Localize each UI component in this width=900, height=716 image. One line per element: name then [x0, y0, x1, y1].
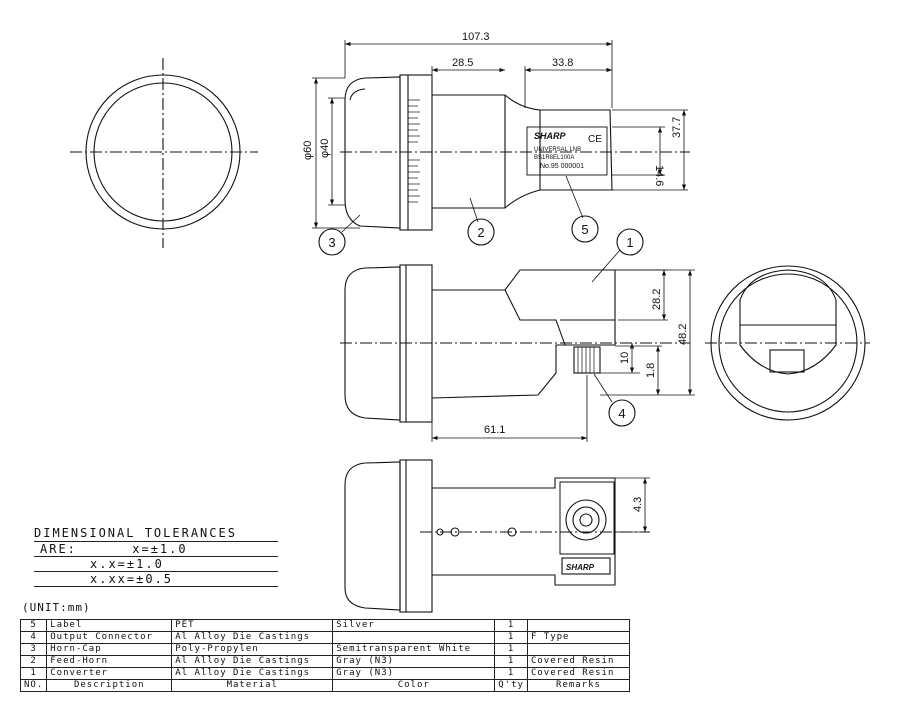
- cell-color: Gray (N3): [332, 667, 496, 680]
- cell-no: 4: [19, 631, 48, 644]
- dim-side-offset: 4.3: [632, 497, 644, 512]
- callout-1: 1: [626, 235, 633, 250]
- unit-label: (UNIT:mm): [22, 601, 91, 614]
- label-plate: SHARP CE UNIVERSAL LNB BS1R8EL100A No.95…: [534, 131, 602, 170]
- callout-4: 4: [618, 406, 625, 421]
- cell-no: 1: [19, 667, 48, 680]
- cell-color: [332, 631, 496, 644]
- cell-material: Al Alloy Die Castings: [171, 631, 334, 644]
- cell-qty: 1: [494, 619, 528, 632]
- cell-description: Horn-Cap: [46, 643, 173, 656]
- dim-horn-length: 28.5: [452, 57, 473, 69]
- header-no: NO.: [19, 679, 48, 692]
- parts-table: 5 Label PET Silver 1 4 Output Connector …: [19, 619, 630, 692]
- header-remarks: Remarks: [526, 679, 630, 692]
- callout-2: 2: [477, 225, 484, 240]
- cell-color: Semitransparent White: [332, 643, 496, 656]
- dim-connector-gap: 1.8: [645, 363, 657, 378]
- dim-inner-diameter: φ40: [319, 139, 331, 158]
- cell-material: Poly-Propylen: [171, 643, 334, 656]
- connector-brand: SHARP: [566, 563, 595, 572]
- front-view: [70, 58, 258, 248]
- table-row: 4 Output Connector Al Alloy Die Castings…: [19, 631, 630, 644]
- end-view: [705, 265, 870, 421]
- top-view: [340, 74, 690, 231]
- cell-qty: 1: [494, 655, 528, 668]
- dimensional-tolerances: DIMENSIONAL TOLERANCES ARE: x=±1.0 x.x=±…: [34, 526, 278, 587]
- cell-no: 5: [19, 619, 48, 632]
- cell-remarks: Covered Resin: [526, 667, 630, 680]
- table-row: 2 Feed-Horn Al Alloy Die Castings Gray (…: [19, 655, 630, 668]
- tolerance-row-3: x.xx=±0.5: [34, 572, 278, 587]
- cell-description: Feed-Horn: [46, 655, 173, 668]
- dim-converter-height: 28.2: [651, 289, 663, 310]
- cell-qty: 1: [494, 667, 528, 680]
- label-line1: UNIVERSAL LNB: [534, 147, 581, 153]
- dim-outer-diameter: φ60: [302, 141, 314, 160]
- cell-remarks: Covered Resin: [526, 655, 630, 668]
- header-description: Description: [46, 679, 173, 692]
- table-row: 1 Converter Al Alloy Die Castings Gray (…: [19, 667, 630, 680]
- side-view: [340, 264, 690, 423]
- cell-remarks: [526, 643, 630, 656]
- header-qty: Q'ty: [494, 679, 528, 692]
- cell-color: Silver: [332, 619, 496, 632]
- dim-body-height: 37.7: [671, 117, 683, 138]
- table-row: 5 Label PET Silver 1: [19, 619, 630, 632]
- cell-material: Al Alloy Die Castings: [171, 667, 334, 680]
- label-line2: BS1R8EL100A: [534, 155, 574, 161]
- cell-qty: 1: [494, 631, 528, 644]
- label-brand: SHARP: [534, 131, 567, 141]
- cell-no: 2: [19, 655, 48, 668]
- header-color: Color: [332, 679, 496, 692]
- callout-circles: [318, 215, 644, 427]
- dim-connector-distance: 61.1: [484, 424, 505, 436]
- cell-no: 3: [19, 643, 48, 656]
- cell-material: Al Alloy Die Castings: [171, 655, 334, 668]
- callout-5: 5: [581, 222, 588, 237]
- table-row: 3 Horn-Cap Poly-Propylen Semitransparent…: [19, 643, 630, 656]
- dimension-labels: 107.3 28.5 33.8 φ60 φ40 14.6 37.7 28.2 4…: [302, 31, 689, 512]
- cell-description: Output Connector: [46, 631, 173, 644]
- label-line3: No.95 000001: [540, 163, 584, 170]
- callout-leaders: [341, 175, 621, 403]
- dim-overall-length: 107.3: [462, 31, 490, 43]
- cell-color: Gray (N3): [332, 655, 496, 668]
- tolerances-title: DIMENSIONAL TOLERANCES: [34, 526, 278, 542]
- cell-description: Converter: [46, 667, 173, 680]
- header-material: Material: [171, 679, 334, 692]
- tolerance-row-1: ARE: x=±1.0: [34, 542, 278, 557]
- tolerance-row-2: x.x=±1.0: [34, 557, 278, 572]
- dimension-lines: [312, 40, 695, 533]
- bottom-view: [344, 459, 650, 613]
- cell-qty: 1: [494, 643, 528, 656]
- dim-label-height: 14.6: [653, 165, 665, 186]
- callout-3: 3: [328, 235, 335, 250]
- cell-material: PET: [171, 619, 334, 632]
- cell-remarks: [526, 619, 630, 632]
- dim-body-length: 33.8: [552, 57, 573, 69]
- callout-numbers: 3 2 5 1 4: [328, 222, 633, 421]
- dim-total-height: 48.2: [677, 324, 689, 345]
- label-ce-mark: CE: [588, 134, 602, 145]
- cell-description: Label: [46, 619, 173, 632]
- table-header-row: NO. Description Material Color Q'ty Rema…: [19, 679, 630, 692]
- dim-connector-offset: 10: [619, 352, 631, 364]
- cell-remarks: F Type: [526, 631, 630, 644]
